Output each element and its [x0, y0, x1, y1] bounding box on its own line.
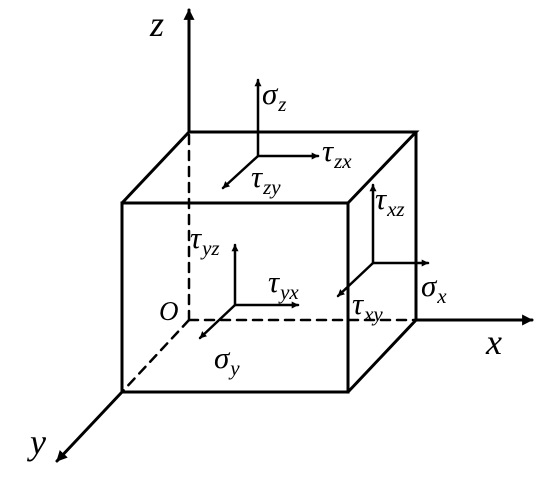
sigma-y-arrow: [198, 303, 237, 340]
x-axis-label: x: [486, 322, 502, 362]
tau-xy-arrow: [336, 261, 375, 298]
origin-label: O: [159, 296, 179, 326]
tau-xz-label: τxz: [375, 181, 405, 221]
tau-zx-label: τzx: [322, 133, 352, 173]
sigma-z-label: σz: [262, 76, 287, 116]
y-axis: [55, 390, 124, 463]
cube-front-face: [120, 201, 350, 394]
z-axis-label: z: [150, 4, 165, 44]
hidden-edge-y: [120, 318, 191, 394]
sigma-x-label: σx: [421, 268, 447, 308]
tau-zy-label: τzy: [251, 159, 281, 199]
sigma-y-label: σy: [214, 340, 240, 380]
tau-yx-label: τyx: [268, 264, 299, 304]
tau-xy-label: τxy: [352, 286, 383, 326]
tau-zy-arrow: [221, 154, 260, 190]
tau-yz-label: τyz: [190, 220, 220, 260]
y-axis-label: y: [30, 422, 46, 462]
cube-top-face: [120, 130, 420, 205]
